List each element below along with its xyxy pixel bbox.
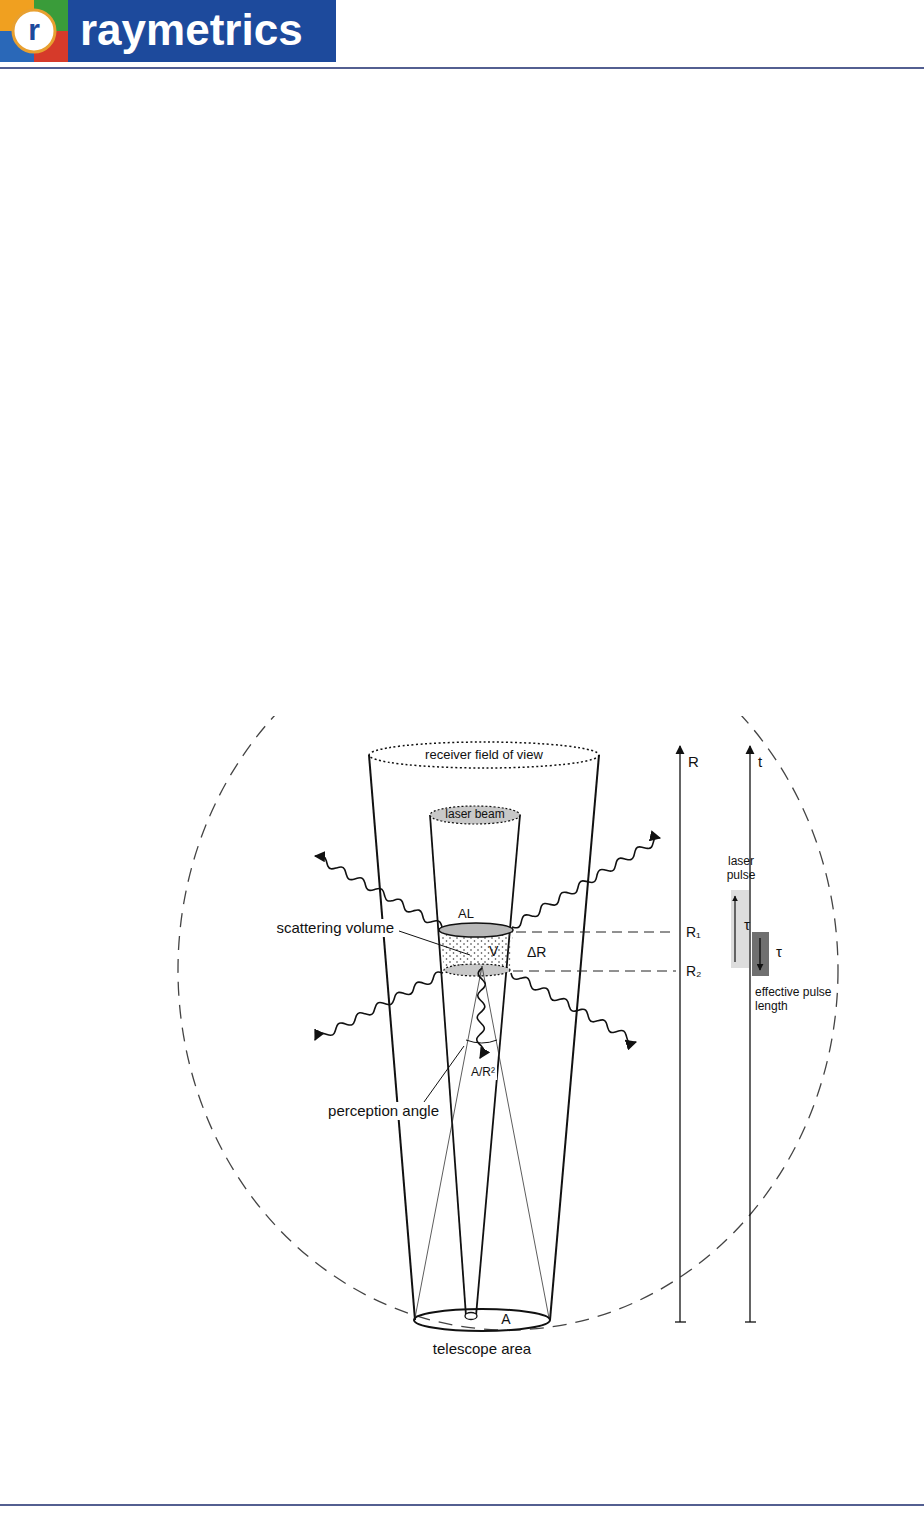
- time-axis: [749, 746, 750, 1322]
- volume-symbol: V: [489, 943, 498, 959]
- range-mark: R₁: [684, 924, 703, 940]
- pulse-arrow: [759, 938, 760, 970]
- leader-line: [399, 931, 470, 955]
- pulse-duration: τ: [744, 916, 750, 933]
- scatter-wave: [315, 856, 442, 927]
- perception-arc: [466, 1040, 497, 1043]
- perception-line: [415, 966, 482, 1318]
- logo-circle: [13, 10, 55, 52]
- ellipse-shape: [430, 806, 520, 824]
- range-dash: [513, 971, 676, 972]
- ellipse-shape: [414, 1309, 550, 1331]
- scatter-waves: [315, 837, 660, 1058]
- axis-tick: [745, 1321, 756, 1322]
- footer-rule: [0, 1504, 924, 1506]
- laser-beam-edge: [430, 815, 466, 1316]
- logo-letter: r: [28, 13, 40, 48]
- area-label: receiver field of view: [425, 748, 543, 762]
- brand-name: raymetrics: [80, 5, 303, 56]
- pulse-arrow: [734, 896, 735, 962]
- ellipse-area: A: [414, 1309, 550, 1331]
- range-dash: [516, 932, 676, 933]
- leader-line: [424, 1046, 464, 1102]
- scatter-wave: [315, 972, 443, 1040]
- range-mark: R₂: [684, 963, 704, 979]
- ellipse-area: laser beam: [430, 806, 520, 824]
- pulse-duration: τ: [776, 943, 782, 960]
- ellipse-shape: [369, 742, 599, 768]
- pulse-label: effective pulse length: [755, 986, 841, 1014]
- receiver-cone-edge: [550, 755, 599, 1320]
- lower-area: [444, 964, 510, 976]
- laser-source: [465, 1313, 477, 1320]
- pulse-label: laser pulse: [717, 855, 765, 883]
- perception-line: [482, 966, 549, 1318]
- area-label: laser beam: [445, 808, 504, 821]
- header-rule: [0, 67, 924, 69]
- scattering-sphere: [178, 716, 838, 1330]
- ellipse-outline: [414, 1309, 550, 1331]
- solid-angle: A/R²: [469, 1066, 497, 1080]
- area-symbol: AL: [458, 907, 474, 922]
- logo: [0, 0, 336, 62]
- part-label: perception angle: [326, 1102, 441, 1119]
- laser-pulse-bar: [731, 890, 749, 968]
- range-interval: ΔR: [527, 944, 546, 960]
- scatter-wave: [477, 968, 486, 1058]
- scatter-wave: [512, 837, 660, 927]
- area-label: A: [501, 1312, 510, 1327]
- part-label: scattering volume: [274, 919, 396, 936]
- axis-label: t: [758, 753, 762, 770]
- scatter-wave: [511, 973, 636, 1043]
- area-AL: [439, 923, 513, 937]
- effective-pulse-bar: [752, 932, 769, 976]
- receiver-cone-edge: [369, 755, 415, 1320]
- part-label: telescope area: [433, 1340, 531, 1357]
- range-axis: [679, 746, 680, 1322]
- ellipse-area: receiver field of view: [369, 742, 599, 768]
- axis-label: R: [688, 753, 699, 770]
- logo-bar: [68, 0, 336, 62]
- axis-tick: [675, 1321, 686, 1322]
